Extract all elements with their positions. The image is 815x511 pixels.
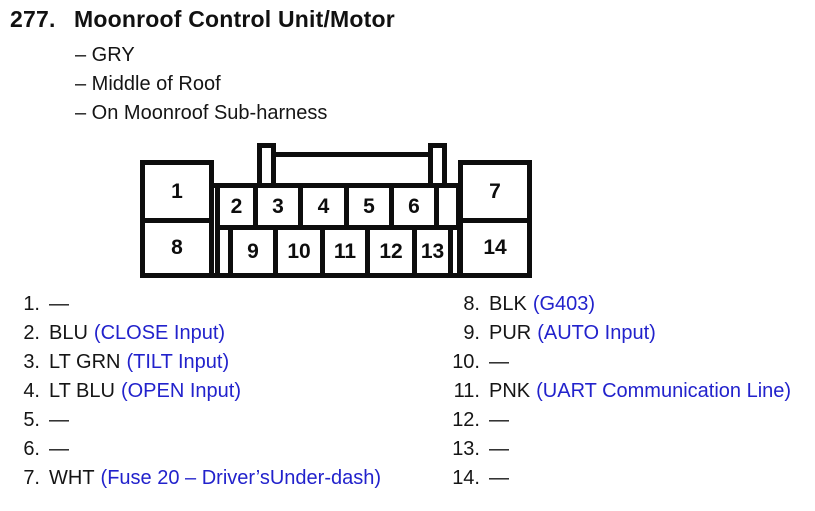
pin-row-bottom: 9 10 11 12 13 — [215, 225, 453, 278]
item-number: 277. — [10, 6, 56, 32]
pin-function: (UART Communication Line) — [536, 380, 792, 402]
pin-cell-12: 12 — [365, 225, 417, 278]
pin-function: (OPEN Input) — [120, 380, 242, 402]
wire-color: — — [49, 409, 69, 431]
wire-color: WHT — [49, 467, 95, 489]
pin-list-row: 9. PUR (AUTO Input) — [440, 322, 791, 351]
pin-cell-10: 10 — [273, 225, 325, 278]
pin-list-row: 7. WHT (Fuse 20 – Driver’sUnder-dash) — [14, 467, 381, 496]
wire-color: BLU — [49, 322, 88, 344]
pin-list-row: 6. — — [14, 438, 381, 467]
pin-list-row: 1. — — [14, 293, 381, 322]
pin-cell-11: 11 — [320, 225, 370, 278]
wire-color: LT GRN — [49, 351, 121, 373]
wire-color: — — [49, 293, 69, 315]
pin-list-left: 1. — 2. BLU (CLOSE Input) 3. LT GRN (TIL… — [14, 293, 381, 496]
note-harness: – On Moonroof Sub-harness — [75, 102, 328, 124]
pin-cell-8: 8 — [171, 236, 183, 259]
pin-function: (G403) — [532, 293, 596, 315]
pin-cell-7: 7 — [463, 165, 527, 223]
pin-number: 13. — [452, 438, 480, 460]
connector-left-block: 1 8 — [140, 160, 214, 278]
pin-number: 12. — [452, 409, 480, 431]
pin-function: (Fuse 20 – Driver’sUnder-dash) — [100, 467, 382, 489]
note-color: – GRY — [75, 44, 135, 66]
wire-color: — — [49, 438, 69, 460]
pin-cell-6: 6 — [389, 183, 439, 230]
wire-color: — — [489, 351, 509, 373]
pin-list-row: 4. LT BLU (OPEN Input) — [14, 380, 381, 409]
pin-number: 11. — [453, 380, 480, 402]
pin-function: (CLOSE Input) — [93, 322, 226, 344]
pin-cell-3: 3 — [253, 183, 303, 230]
note-location: – Middle of Roof — [75, 73, 221, 95]
pin-cell-5: 5 — [344, 183, 394, 230]
pin-number: 7. — [23, 467, 40, 489]
item-title: Moonroof Control Unit/Motor — [74, 6, 395, 32]
pin-list-row: 10. — — [440, 351, 791, 380]
pin-cell-blank-top — [434, 183, 461, 230]
pin-list-row: 11. PNK (UART Communication Line) — [440, 380, 791, 409]
wire-color: — — [489, 467, 509, 489]
pin-list-row: 5. — — [14, 409, 381, 438]
pin-list-right: 8. BLK (G403) 9. PUR (AUTO Input) 10. — … — [440, 293, 791, 496]
pin-number: 3. — [23, 351, 40, 373]
wire-color: LT BLU — [49, 380, 115, 402]
pin-number: 9. — [463, 322, 480, 344]
wire-color: — — [489, 409, 509, 431]
pin-number: 8. — [463, 293, 480, 315]
pin-number: 1. — [23, 293, 40, 315]
wire-color: — — [489, 438, 509, 460]
pin-cell-2: 2 — [215, 183, 258, 230]
pin-cell-13: 13 — [412, 225, 453, 278]
connector-notes: – GRY – Middle of Roof – On Moonroof Sub… — [75, 41, 327, 128]
connector-right-block: 7 14 — [458, 160, 532, 278]
pin-row-top: 2 3 4 5 6 — [215, 183, 461, 230]
connector-diagram: 1 8 7 14 2 3 4 5 6 9 10 11 12 13 — [140, 143, 532, 278]
wire-color: BLK — [489, 293, 527, 315]
pin-cell-9: 9 — [228, 225, 278, 278]
pin-number: 10. — [452, 351, 480, 373]
pin-number: 14. — [452, 467, 480, 489]
pin-list-row: 3. LT GRN (TILT Input) — [14, 351, 381, 380]
pin-number: 5. — [23, 409, 40, 431]
wire-color: PNK — [489, 380, 531, 402]
pin-function: (TILT Input) — [126, 351, 230, 373]
pin-list-row: 12. — — [440, 409, 791, 438]
pin-list-row: 2. BLU (CLOSE Input) — [14, 322, 381, 351]
pin-number: 2. — [23, 322, 40, 344]
pin-list-row: 13. — — [440, 438, 791, 467]
pin-number: 6. — [23, 438, 40, 460]
pin-function: (AUTO Input) — [537, 322, 656, 344]
pin-number: 4. — [23, 380, 40, 402]
page-title: 277. Moonroof Control Unit/Motor — [10, 6, 395, 33]
pin-cell-4: 4 — [298, 183, 349, 230]
pin-cell-1: 1 — [145, 165, 209, 223]
pin-cell-14: 14 — [483, 236, 507, 259]
pin-list-row: 8. BLK (G403) — [440, 293, 791, 322]
wire-color: PUR — [489, 322, 532, 344]
pin-list-row: 14. — — [440, 467, 791, 496]
